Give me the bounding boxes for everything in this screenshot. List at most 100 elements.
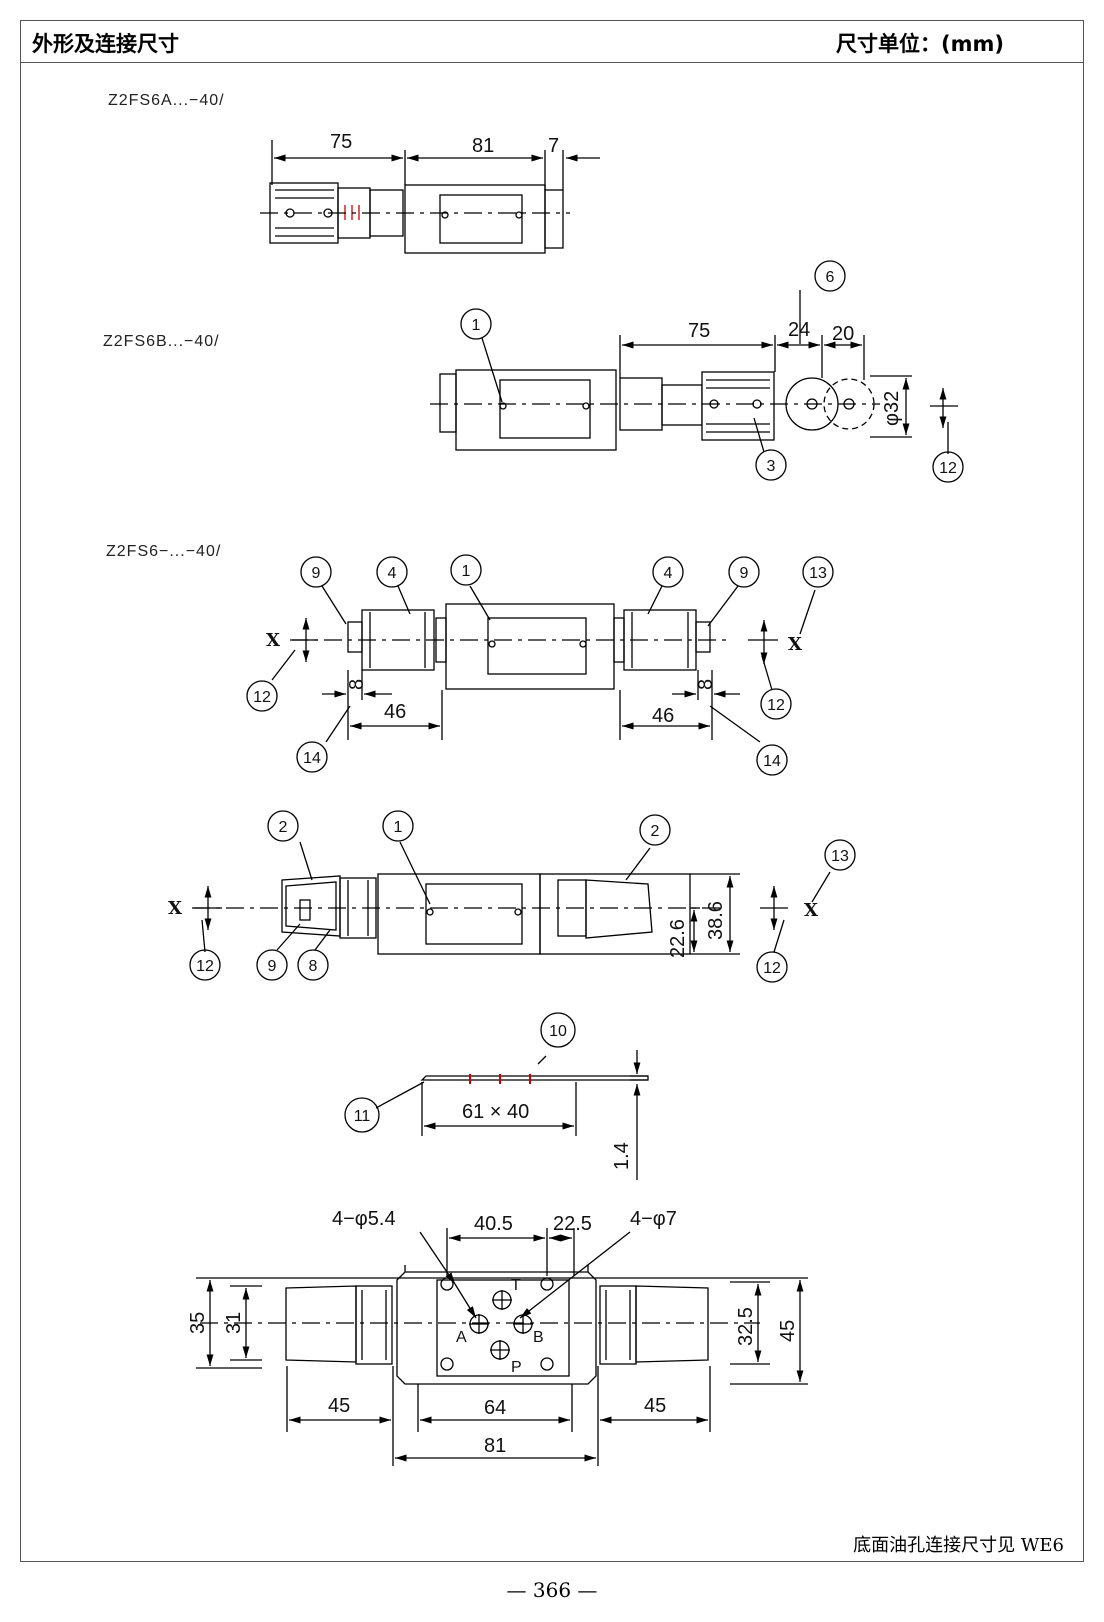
dim-text: 20 — [832, 323, 854, 345]
dim-text: 45 — [644, 1395, 666, 1417]
balloon-label: 12 — [196, 958, 214, 975]
dim-text: 31 — [223, 1312, 245, 1334]
balloon-13 — [824, 839, 856, 871]
balloon-1 — [460, 308, 492, 340]
port-label: A — [456, 1329, 467, 1346]
view-a — [260, 140, 600, 254]
balloon-4 — [652, 556, 684, 588]
balloon-label: 9 — [312, 565, 321, 582]
dim-text: φ32 — [881, 391, 903, 426]
balloon-label: 3 — [767, 458, 776, 475]
dim-text: 8 — [346, 679, 368, 690]
balloon-4 — [376, 556, 408, 588]
dim-text: 24 — [788, 319, 810, 341]
balloon-label: 9 — [740, 565, 749, 582]
dim-text: 4−φ7 — [630, 1208, 677, 1230]
dim-text: 40.5 — [474, 1213, 513, 1235]
dim-text: 38.6 — [705, 901, 727, 940]
dim-text: 8 — [695, 679, 717, 690]
balloon-circles — [189, 260, 964, 1133]
balloon-9 — [256, 949, 288, 981]
balloon-1 — [382, 810, 414, 842]
balloon-12 — [760, 688, 792, 720]
view-d — [192, 841, 831, 955]
balloon-9 — [728, 556, 760, 588]
dim-text: 61 × 40 — [462, 1101, 529, 1123]
balloon-2 — [267, 810, 299, 842]
axis-x-label: X — [788, 634, 802, 655]
balloon-13 — [802, 556, 834, 588]
balloon-2 — [639, 814, 671, 846]
dim-text: 64 — [484, 1397, 506, 1419]
dim-text: 81 — [484, 1435, 506, 1457]
balloon-label: 14 — [763, 753, 781, 770]
balloon-8 — [297, 949, 329, 981]
view-b — [430, 290, 958, 454]
balloon-label: 11 — [354, 1108, 371, 1125]
view-a-label: Z2FS6A...−40/ — [108, 92, 225, 109]
balloon-label: 13 — [831, 848, 849, 865]
balloon-9 — [300, 556, 332, 588]
balloon-label: 12 — [253, 689, 271, 706]
axis-x-label: X — [266, 630, 280, 651]
balloon-label: 12 — [763, 960, 781, 977]
balloon-14 — [296, 741, 328, 773]
balloon-label: 6 — [826, 269, 835, 286]
dim-text: 46 — [652, 705, 674, 727]
port-label: B — [533, 1329, 544, 1346]
view-f — [196, 1228, 808, 1466]
view-b-label: Z2FS6B...−40/ — [103, 333, 220, 350]
balloon-label: 2 — [651, 823, 660, 840]
dim-text: 75 — [330, 131, 352, 153]
footnote: 底面油孔连接尺寸见 WE6 — [853, 1535, 1064, 1556]
balloon-label: 12 — [767, 697, 785, 714]
port-label: T — [511, 1277, 521, 1294]
dim-text: 35 — [187, 1312, 209, 1334]
balloon-label: 1 — [472, 317, 481, 334]
page-title: 外形及连接尺寸 — [32, 32, 179, 56]
dim-text: 1.4 — [611, 1142, 633, 1170]
dim-text: 22.5 — [553, 1213, 592, 1235]
balloon-label: 4 — [664, 565, 673, 582]
balloon-1 — [450, 554, 482, 586]
dim-text: 46 — [384, 701, 406, 723]
balloon-label: 4 — [388, 565, 397, 582]
balloon-11 — [344, 1097, 380, 1133]
dim-text: 22.6 — [667, 919, 689, 958]
balloon-10 — [540, 1012, 576, 1048]
balloon-label: 8 — [309, 958, 318, 975]
dim-text: 4−φ5.4 — [332, 1208, 396, 1230]
balloon-label: 1 — [462, 563, 471, 580]
view-c — [271, 585, 816, 743]
page-frame — [20, 20, 1084, 1562]
balloon-label: 1 — [394, 819, 403, 836]
balloon-12 — [189, 949, 221, 981]
axis-x-label: X — [168, 898, 182, 919]
unit-label: 尺寸单位：(mm) — [836, 32, 1004, 56]
balloon-label: 14 — [303, 750, 321, 767]
balloon-label: 2 — [279, 819, 288, 836]
dim-text: 45 — [777, 1320, 799, 1342]
dim-text: 81 — [472, 135, 494, 157]
header-divider — [20, 62, 1084, 63]
axis-x-label: X — [804, 900, 818, 921]
balloon-label: 10 — [549, 1023, 567, 1040]
balloon-3 — [755, 449, 787, 481]
balloon-6 — [814, 260, 846, 292]
balloon-12 — [246, 680, 278, 712]
balloon-14 — [756, 744, 788, 776]
view-e — [375, 1050, 649, 1180]
balloon-12 — [756, 951, 788, 983]
dim-text: 7 — [548, 135, 559, 157]
balloon-label: 13 — [809, 565, 827, 582]
dim-text: 45 — [328, 1395, 350, 1417]
view-c-label: Z2FS6−...−40/ — [106, 543, 221, 560]
dim-text: 32.5 — [735, 1307, 757, 1346]
balloon-12 — [932, 451, 964, 483]
page-number: — 366 — — [506, 1578, 598, 1602]
balloon-label: 9 — [268, 958, 277, 975]
port-label: P — [511, 1359, 522, 1376]
dim-text: 75 — [688, 320, 710, 342]
balloon-label: 12 — [939, 460, 957, 477]
